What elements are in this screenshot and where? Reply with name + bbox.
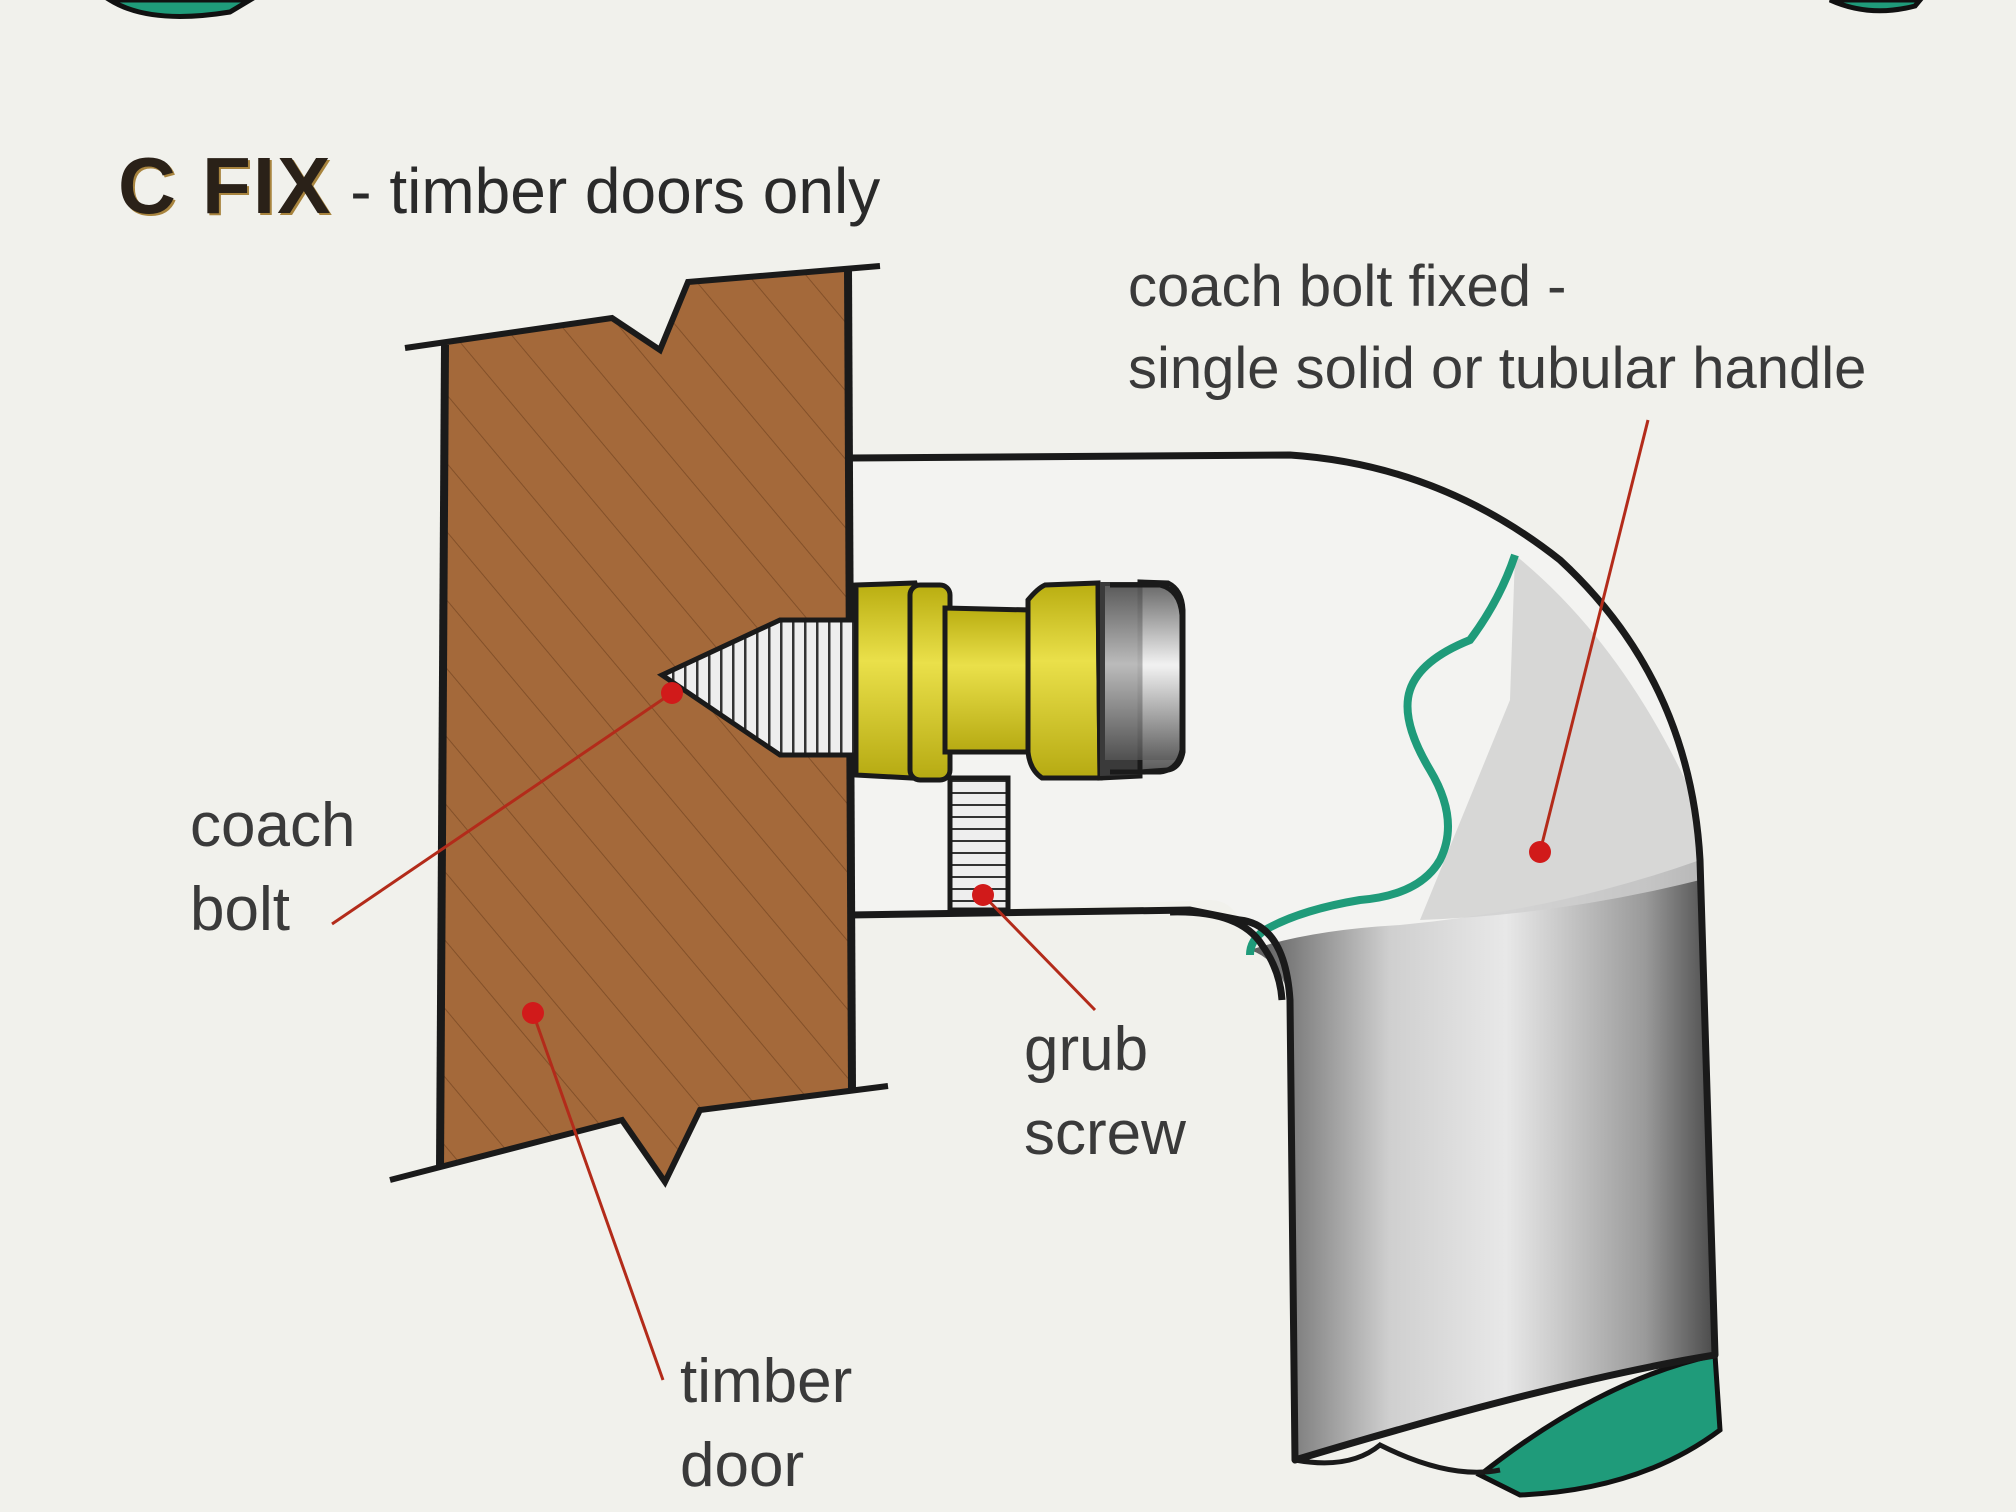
timber-door: [389, 263, 889, 1188]
handle-green-edge: [1246, 553, 1519, 956]
timber-door-label-line1: timber: [680, 1347, 853, 1416]
handle-label-line1: coach bolt fixed -: [1128, 254, 1567, 319]
handle-outline: [849, 451, 1719, 1464]
title-subtitle: timber doors only: [389, 155, 881, 227]
top-decoration: [105, 0, 1924, 19]
title-main: C FIX: [118, 141, 333, 230]
handle-leader: [1538, 419, 1650, 853]
handle-label-line2: single solid or tubular handle: [1128, 336, 1867, 401]
coach-bolt-label-line2: bolt: [190, 875, 290, 944]
coach-bolt-label: coach bolt: [190, 784, 355, 952]
bolt-body: [853, 579, 1186, 783]
grub-screw-leader: [981, 893, 1097, 1012]
grub-screw-dot: [972, 884, 994, 906]
timber-door-leader: [531, 1012, 665, 1381]
title-dash: -: [332, 155, 390, 227]
grub-screw-label-line2: screw: [1024, 1099, 1186, 1168]
coach-bolt-dot: [661, 682, 683, 704]
callouts: [331, 419, 1650, 1381]
grub-screw-label: grub screw: [1024, 1008, 1186, 1176]
handle-label: coach bolt fixed - single solid or tubul…: [1128, 246, 1866, 410]
timber-door-label-line2: door: [680, 1431, 805, 1500]
page-title: C FIX - timber doors only: [118, 140, 880, 232]
timber-door-dot: [522, 1002, 544, 1024]
timber-door-label: timber door: [680, 1340, 852, 1508]
coach-bolt-leader: [331, 691, 673, 926]
grub-screw: [947, 775, 1011, 913]
coach-bolt-label-line1: coach: [190, 791, 356, 860]
grub-screw-label-line1: grub: [1024, 1015, 1149, 1084]
handle-dot: [1529, 841, 1551, 863]
